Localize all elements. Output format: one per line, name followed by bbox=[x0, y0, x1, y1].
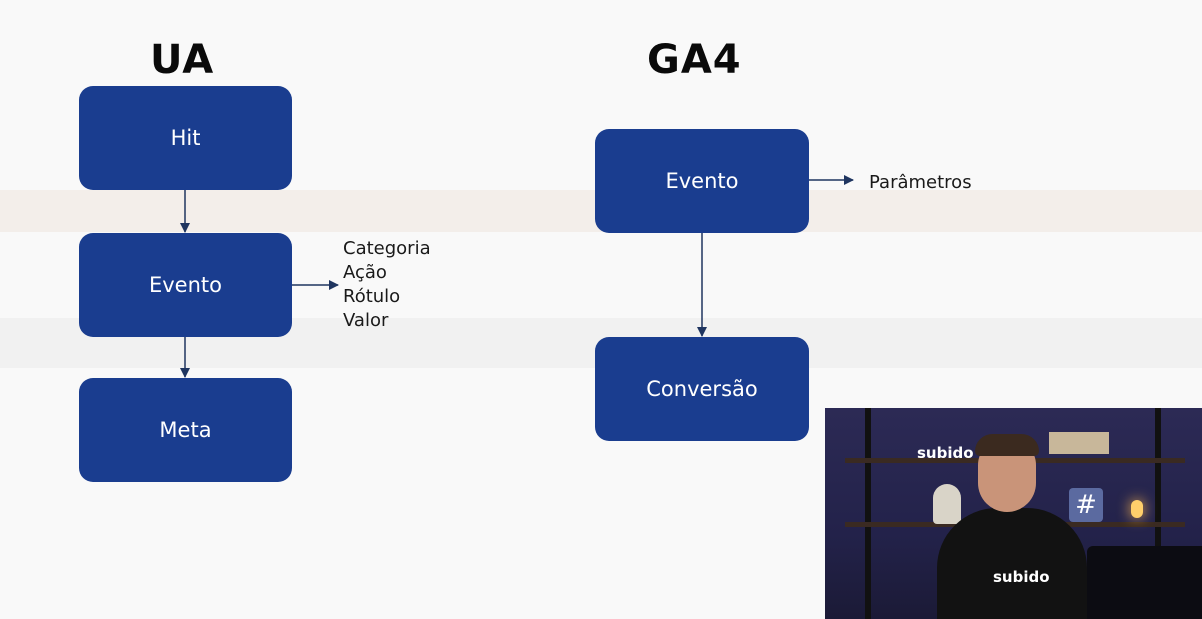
shelf-pole bbox=[1155, 408, 1161, 619]
webcam-overlay: subido # subido bbox=[825, 408, 1202, 619]
hashtag-icon: # bbox=[1069, 488, 1103, 522]
presenter-body bbox=[937, 508, 1087, 619]
ga4-heading: GA4 bbox=[647, 37, 742, 83]
shirt-logo: subido bbox=[993, 568, 1050, 586]
monitor bbox=[1087, 546, 1202, 619]
ua-hit-box: Hit bbox=[79, 86, 292, 190]
param-item: Rótulo bbox=[343, 286, 401, 307]
presenter-hair bbox=[975, 434, 1039, 456]
books bbox=[1049, 432, 1109, 454]
ua-meta-label: Meta bbox=[159, 418, 212, 442]
ga4-evento-box: Evento bbox=[595, 129, 809, 233]
param-item: Categoria bbox=[343, 238, 431, 259]
statue bbox=[933, 484, 961, 524]
param-item: Valor bbox=[343, 310, 389, 331]
ua-evento-box: Evento bbox=[79, 233, 292, 337]
brand-sign: subido bbox=[917, 444, 974, 462]
ga4-conversao-label: Conversão bbox=[646, 377, 758, 401]
ga4-conversao-box: Conversão bbox=[595, 337, 809, 441]
ua-evento-label: Evento bbox=[148, 273, 222, 297]
ua-evento-params: Categoria Ação Rótulo Valor bbox=[343, 237, 431, 333]
ua-meta-box: Meta bbox=[79, 378, 292, 482]
ga4-evento-params: Parâmetros bbox=[869, 172, 972, 193]
lamp-icon bbox=[1131, 500, 1143, 518]
ga4-evento-label: Evento bbox=[665, 169, 739, 193]
ua-hit-label: Hit bbox=[170, 126, 201, 150]
param-item: Ação bbox=[343, 262, 387, 283]
shelf-pole bbox=[865, 408, 871, 619]
ua-heading: UA bbox=[150, 37, 215, 83]
